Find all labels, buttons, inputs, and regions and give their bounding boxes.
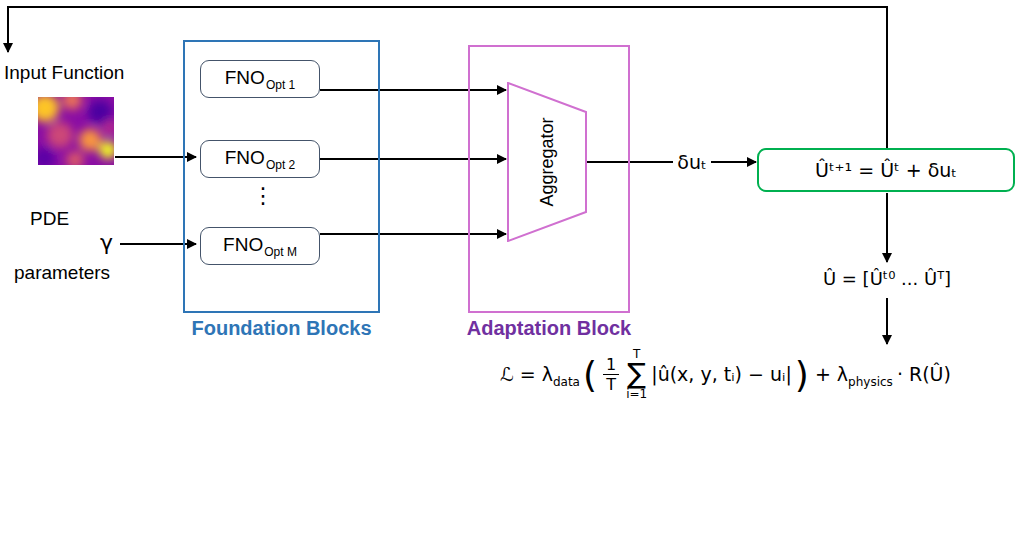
connector: [320, 158, 506, 160]
numerator: 1: [603, 355, 619, 375]
down-arrow: [886, 193, 888, 262]
option-subscript: Opt 1: [266, 78, 295, 92]
aggregator-label: Aggregator: [537, 117, 558, 206]
trapezoid-shape: [508, 83, 586, 241]
trajectory-label: Û = [Ûᵗ⁰ ... Ûᵀ]: [823, 268, 951, 289]
sum-operator: T∑i=1: [626, 348, 647, 400]
sum-sign: ∑: [627, 360, 646, 388]
model-name: FNO: [225, 147, 265, 168]
fno-box: FNOOpt 1: [200, 60, 320, 98]
sum-limit: i=1: [626, 388, 647, 400]
loss-symbol: ℒ = λ: [500, 363, 553, 385]
connector: [320, 89, 506, 91]
foundation-group: Foundation BlocksFNOOpt 1FNOOpt 2FNOOpt …: [183, 40, 380, 313]
input-heatmap: [38, 97, 114, 165]
fraction: 1T: [603, 355, 619, 394]
fno-label: FNOOpt 2: [225, 147, 295, 172]
option-subscript: Opt 2: [266, 158, 295, 172]
paren: ): [795, 354, 809, 395]
aggregator-trapezoid: Aggregator: [507, 82, 587, 242]
loss-term: |û(x, y, tᵢ) − uᵢ|: [651, 363, 792, 385]
edge-label: δuₜ: [673, 151, 710, 173]
update-equation: Ûᵗ⁺¹ = Ûᵗ + δuₜ: [815, 159, 957, 181]
group-heading: Foundation Blocks: [192, 317, 372, 340]
fno-box: FNOOpt 2: [200, 140, 320, 178]
group-heading: Adaptation Block: [467, 317, 631, 340]
model-name: FNO: [223, 234, 263, 255]
fno-label: FNOOpt M: [223, 234, 297, 259]
weight-subscript: physics: [848, 375, 893, 389]
connector: [587, 161, 756, 163]
fno-label: FNOOpt 1: [225, 67, 295, 92]
regularizer: · R(Û): [897, 363, 951, 385]
sum-limit: T: [633, 348, 640, 360]
gamma-symbol: γ: [100, 230, 113, 255]
paren: (: [583, 354, 597, 395]
ellipsis: ⋮: [252, 183, 274, 208]
denominator: T: [606, 375, 616, 394]
down-arrow: [886, 298, 888, 344]
connector: [320, 233, 506, 235]
param-label: PDE: [30, 208, 69, 230]
feedback-line: [8, 7, 887, 148]
adaptation-group: Adaptation BlockAggregator: [468, 45, 630, 313]
weight-subscript: data: [553, 375, 580, 389]
model-name: FNO: [225, 67, 265, 88]
loss-plus: + λ: [815, 363, 848, 385]
fno-box: FNOOpt M: [200, 227, 320, 265]
option-subscript: Opt M: [264, 245, 297, 259]
input-label: Input Function: [4, 62, 124, 84]
param-label: parameters: [14, 262, 110, 284]
update-box: Ûᵗ⁺¹ = Ûᵗ + δuₜ: [757, 148, 1015, 192]
loss-formula: ℒ = λdata(1TT∑i=1|û(x, y, tᵢ) − uᵢ|)+ λp…: [500, 348, 951, 400]
